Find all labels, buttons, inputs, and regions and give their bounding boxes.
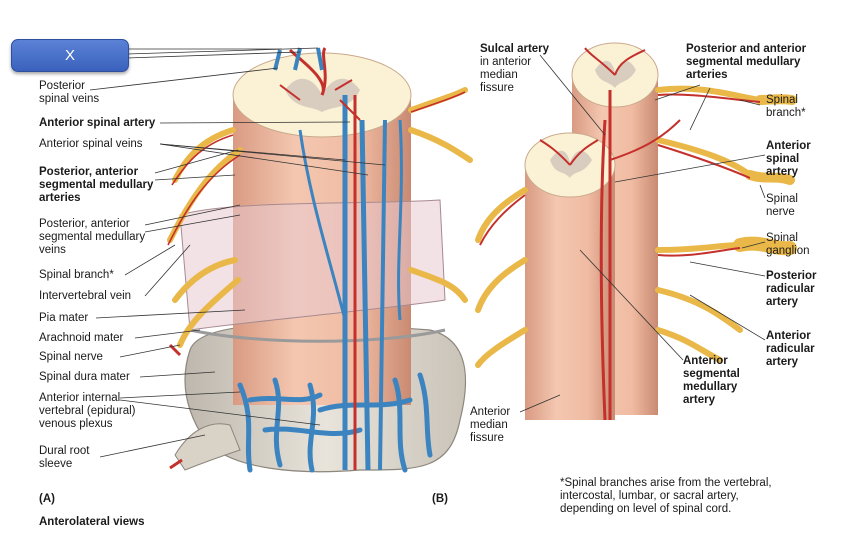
arachnoid-edge: [189, 328, 446, 343]
panel-a-drawing: [167, 47, 473, 473]
label-sulcal-artery: Sulcal artery: [480, 43, 550, 55]
close-icon: X: [64, 47, 75, 64]
label-intervertebral-vein: Intervertebral vein: [39, 290, 132, 302]
panel-b-letter: (B): [432, 493, 448, 505]
label-b-spinal-branch: Spinal branch*: [766, 94, 806, 119]
venous-plexus: [237, 372, 433, 473]
panel-b-nerve-roots: [475, 85, 763, 368]
label-spinal-dura-mater: Spinal dura mater: [39, 371, 130, 383]
label-b-anterior-radicular-artery: Anterior radicular artery: [766, 330, 815, 368]
label-b-anterior-median-fissure: Anterior median fissure: [470, 406, 511, 444]
label-b-anterior-spinal-artery: Anterior spinal artery: [766, 140, 811, 178]
panel-b-drawing: [475, 42, 797, 421]
label-posterior-spinal-veins: Posterior spinal veins: [39, 80, 100, 105]
label-b-spinal-ganglion: Spinal ganglion: [766, 232, 810, 257]
label-b-posterior-radicular-artery: Posterior radicular artery: [766, 270, 817, 308]
dural-root-sleeve: [174, 423, 241, 471]
panel-b-anterior-spinal-artery: [599, 90, 612, 421]
label-b-spinal-nerve: Spinal nerve: [766, 193, 798, 218]
panel-a-caption: Anterolateral views: [39, 516, 145, 528]
label-arachnoid-mater: Arachnoid mater: [39, 332, 124, 344]
label-b-anterior-segmental-medullary-artery: Anterior segmental medullary artery: [683, 355, 740, 406]
label-segmental-medullary-veins: Posterior, anterior segmental medullary …: [39, 218, 146, 256]
label-venous-plexus: Anterior internal vertebral (epidural) v…: [39, 392, 136, 430]
label-pia-mater: Pia mater: [39, 312, 89, 324]
label-anterior-spinal-veins: Anterior spinal veins: [39, 138, 143, 150]
nerve-roots: [167, 87, 473, 348]
label-segmental-medullary-arteries: Posterior, anterior segmental medullary …: [39, 166, 154, 204]
close-button[interactable]: X: [11, 39, 129, 72]
label-spinal-nerve-a: Spinal nerve: [39, 351, 103, 363]
panel-a-letter: (A): [39, 493, 55, 505]
label-anterior-spinal-artery: Anterior spinal artery: [39, 117, 156, 129]
leader-lines: [89, 47, 766, 458]
label-sulcal-artery-sub: in anterior median fissure: [480, 56, 532, 94]
footnote: *Spinal branches arise from the vertebra…: [560, 477, 772, 515]
label-dural-root-sleeve: Dural root sleeve: [39, 445, 90, 470]
arachnoid-membrane: [179, 199, 446, 331]
label-spinal-branch-a: Spinal branch*: [39, 269, 114, 281]
label-b-segmental-medullary-arteries: Posterior and anterior segmental medulla…: [686, 43, 807, 81]
